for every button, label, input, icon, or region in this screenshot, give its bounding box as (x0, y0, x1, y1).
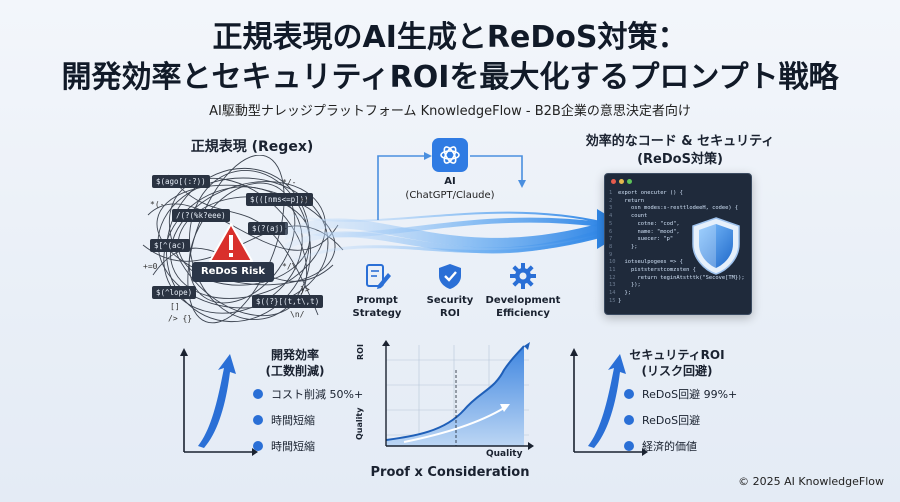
code-line: 14 }; (609, 290, 631, 297)
output-label: 効率的なコード & セキュリティ (ReDoS対策) (585, 134, 775, 167)
regex-code-chip: $[^(ac) (150, 239, 190, 252)
gear-icon (510, 263, 536, 289)
code-line: 4 count (609, 213, 648, 220)
title-line-2: 開発効率とセキュリティROIを最大化するプロンプト戦略 (61, 60, 839, 95)
code-line: 10 iotseulpogees => { (609, 259, 683, 266)
chart-ylabel-secondary: Quality (355, 407, 364, 440)
list-item: ReDoS回避 (624, 407, 737, 433)
code-line: 15} (609, 297, 622, 304)
regex-fragment: [] (170, 302, 180, 311)
regex-fragment: *(- (150, 200, 165, 209)
code-line: 11 piststerstcomzsten { (609, 267, 696, 274)
code-line: 6 name: "mood", (609, 228, 680, 235)
ai-logo (432, 138, 468, 172)
bullet-dot (624, 415, 634, 425)
page-title: 正規表現のAI生成とReDoS対策： 開発効率とセキュリティROIを最大化するプ… (0, 18, 900, 98)
code-line: 8 }; (609, 243, 638, 250)
regex-fragment: +=0 (143, 262, 158, 271)
shield-check-icon (439, 264, 461, 289)
regex-code-chip: $(?(aj) (248, 222, 288, 235)
code-line: 12 return teginAtstttk("Secove[TM}); (609, 274, 745, 281)
regex-fragment: */- (282, 178, 297, 187)
regex-code-chip: $(([nms<=p])) (246, 193, 313, 206)
dev-efficiency-list: コスト削減 50%+ 時間短縮 時間短縮 (253, 381, 363, 459)
code-line: 9 (609, 251, 613, 258)
page-subtitle: AI駆動型ナレッジプラットフォーム KnowledgeFlow - B2B企業の… (209, 104, 691, 119)
regex-fragment: </. (300, 195, 315, 204)
list-item: 経済的価値 (624, 433, 737, 459)
regex-code-chip: /(?(%k?eee) (172, 209, 230, 222)
window-controls (611, 179, 632, 184)
copyright: © 2025 AI KnowledgeFlow (738, 475, 884, 488)
chart-caption: Proof x Consideration (370, 465, 530, 480)
regex-fragment: */\ (282, 262, 297, 271)
list-item: コスト削減 50%+ (253, 381, 363, 407)
chart-xlabel: Quality (486, 449, 523, 459)
regex-code-chip: $(ago[(:?)) (152, 175, 210, 188)
regex-code-chip: $((?}[(t,t\,t) (252, 295, 324, 308)
title-line-1: 正規表現のAI生成とReDoS対策： (212, 20, 688, 55)
security-roi-title: セキュリティROI (リスク回避) (629, 348, 725, 378)
code-line: 5 cotne: "cod", (609, 220, 680, 227)
bullet-dot (624, 389, 634, 399)
dev-efficiency-title: 開発効率 (工数削減) (265, 348, 325, 378)
bullet-dot (253, 389, 263, 399)
ai-model-label: (ChatGPT/Claude) (405, 190, 495, 201)
regex-fragment: \n/ (290, 310, 305, 319)
ai-knot-icon (440, 146, 460, 164)
code-line: 13 }); (609, 282, 641, 289)
regex-code-chip: $(^lope) (152, 286, 197, 299)
pencil-document-icon (366, 264, 391, 289)
bullet-dot (624, 441, 634, 451)
code-line: 2 return (609, 197, 644, 204)
growth-arrow-right (570, 348, 648, 456)
ai-flow-bracket (377, 152, 526, 220)
bullet-dot (253, 441, 263, 451)
chart-area (386, 346, 524, 446)
shield-icon (692, 217, 740, 275)
code-line: 3 osn modes:s-resttlodeeH, codee) { (609, 205, 739, 212)
security-roi-list: ReDoS回避 99%+ ReDoS回避 経済的価値 (624, 381, 737, 459)
regex-fragment: }> (300, 285, 310, 294)
roi-quality-chart (382, 340, 534, 450)
list-item: 時間短縮 (253, 407, 363, 433)
bullet-dot (253, 415, 263, 425)
growth-arrow-left (180, 348, 258, 456)
list-item: ReDoS回避 99%+ (624, 381, 737, 407)
redos-risk-badge: ReDoS Risk (192, 262, 274, 282)
regex-label: 正規表現 (Regex) (190, 139, 314, 155)
chart-ylabel: ROI (356, 344, 365, 360)
list-item: 時間短縮 (253, 433, 363, 459)
code-line: 7 suecer: "p" (609, 236, 674, 243)
warning-icon (209, 223, 253, 262)
regex-fragment: /> {} (168, 314, 193, 323)
ai-label: AI (444, 176, 456, 187)
